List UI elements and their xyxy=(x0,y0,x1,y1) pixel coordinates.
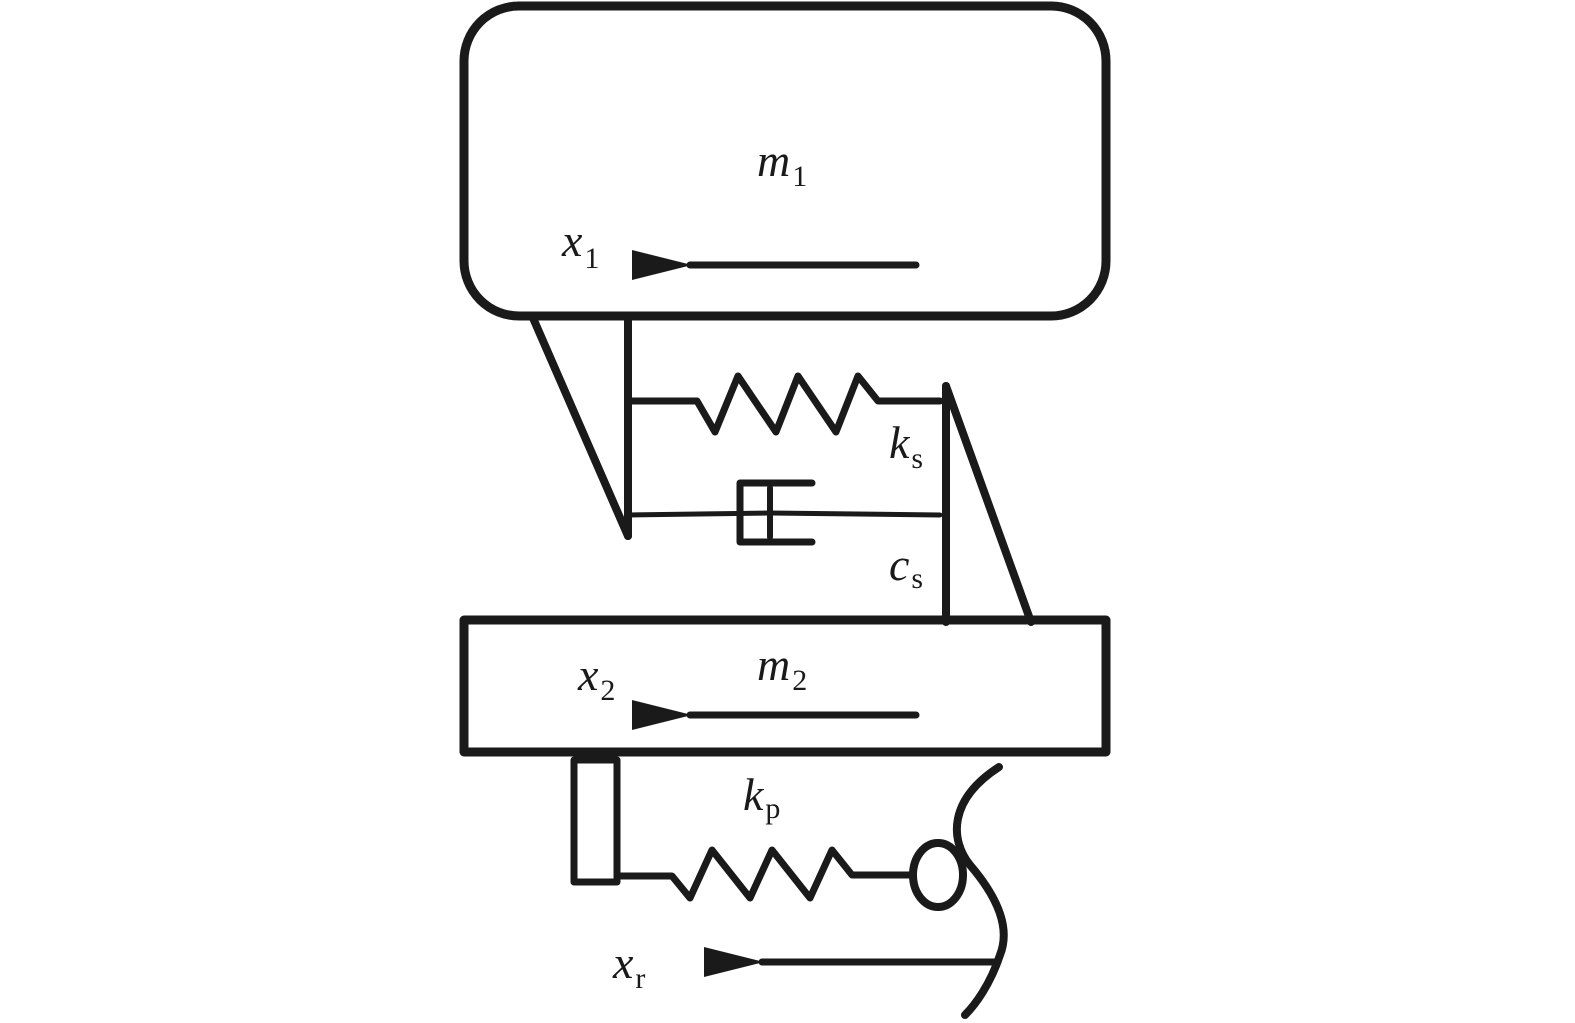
lower-right-bracket xyxy=(942,382,1035,626)
suspension-damper-cs xyxy=(625,479,943,546)
suspension-spring-ks xyxy=(624,372,944,436)
label-kp: kp xyxy=(743,769,780,825)
road-contact-roller xyxy=(909,839,967,911)
label-cs: cs xyxy=(889,539,923,595)
label-ks: ks xyxy=(889,417,923,475)
road-profile-curve xyxy=(952,763,1008,1019)
label-m1: m1 xyxy=(757,135,807,193)
label-x1: x1 xyxy=(561,215,599,275)
mass-m2-body xyxy=(459,615,1111,757)
mass-m1-body xyxy=(459,1,1111,321)
label-m2: m2 xyxy=(757,639,807,697)
tire-post xyxy=(570,756,621,886)
tire-spring-kp xyxy=(613,846,916,902)
upper-left-bracket xyxy=(529,314,632,540)
label-x2: x2 xyxy=(577,649,615,707)
label-xr: xr xyxy=(612,937,645,995)
